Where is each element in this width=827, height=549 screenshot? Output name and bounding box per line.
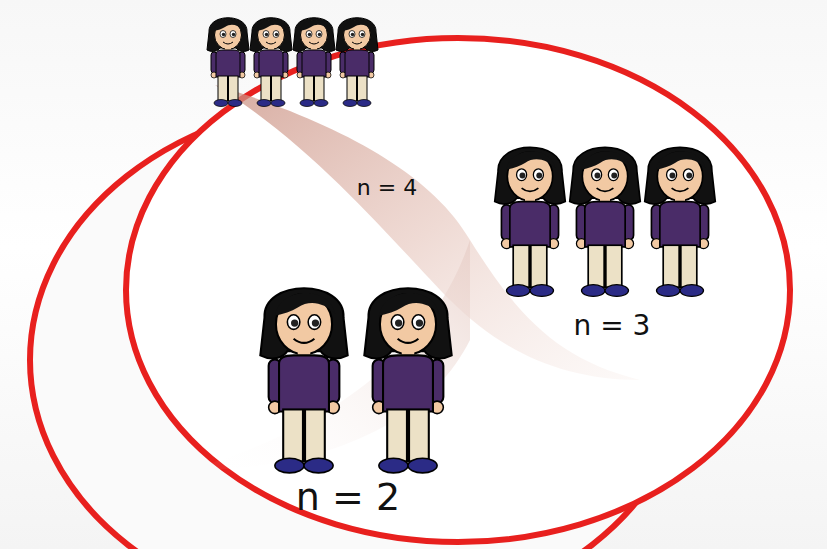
- count-label: n = 2: [296, 477, 400, 519]
- count-label: n = 3: [574, 311, 651, 342]
- count-label: n = 4: [357, 176, 417, 200]
